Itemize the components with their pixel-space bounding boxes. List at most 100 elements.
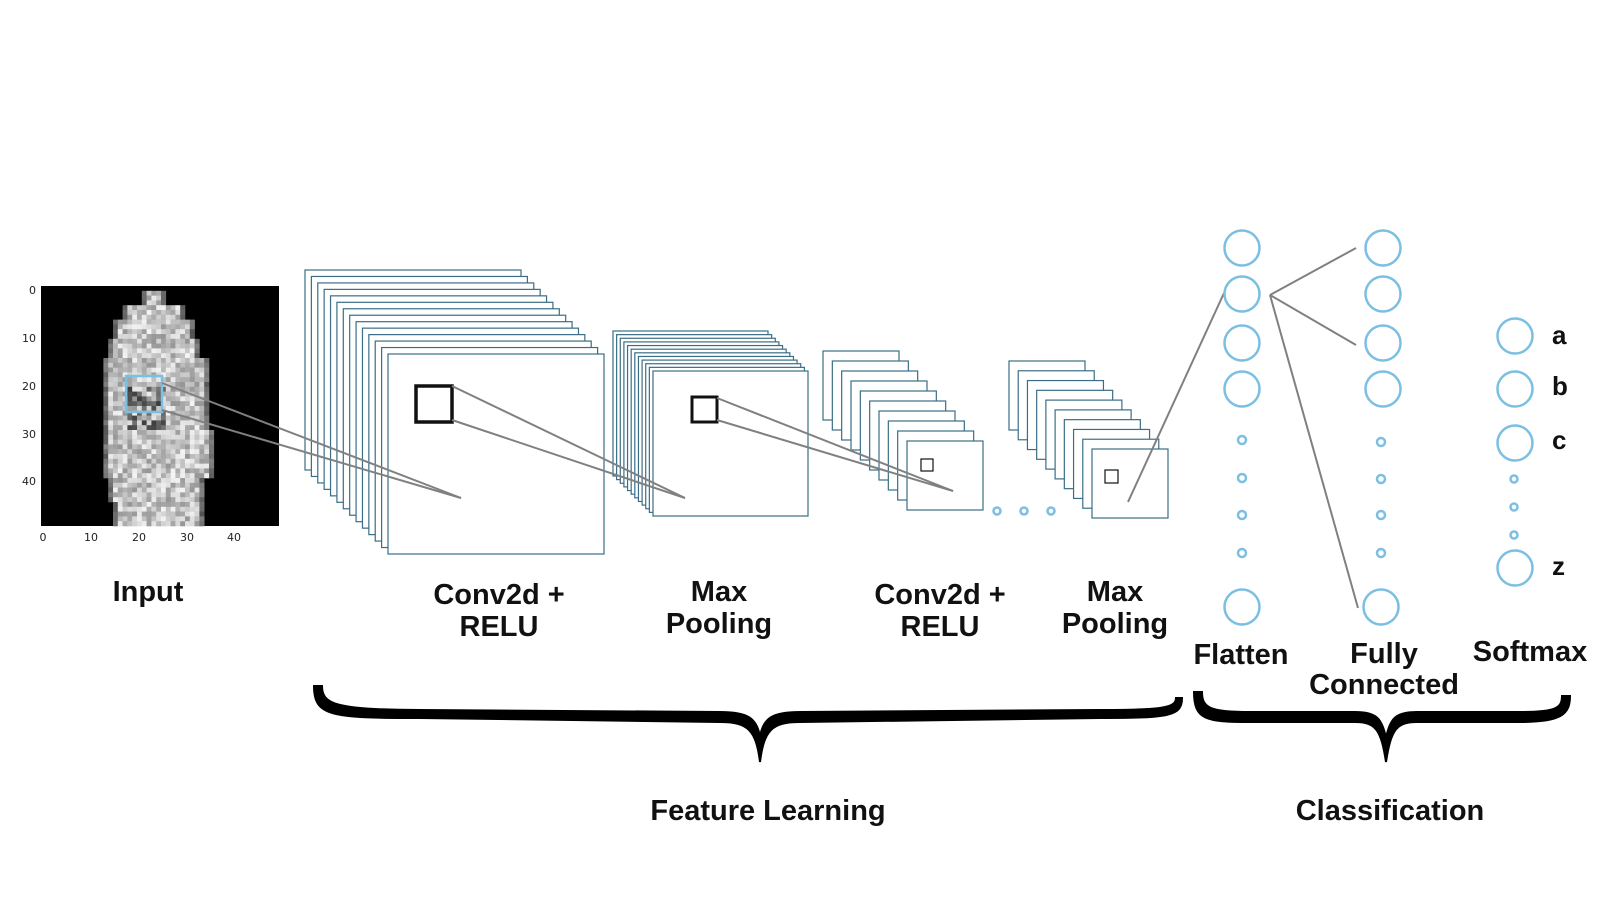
hand-pixel bbox=[122, 324, 128, 330]
hand-pixel bbox=[180, 343, 186, 349]
hand-pixel bbox=[165, 444, 171, 450]
hand-pixel bbox=[103, 382, 109, 388]
hand-pixel bbox=[165, 454, 171, 460]
hand-pixel bbox=[204, 391, 210, 397]
hand-pixel bbox=[199, 406, 205, 412]
hand-pixel bbox=[161, 290, 167, 296]
hand-pixel bbox=[146, 482, 152, 488]
hand-pixel bbox=[141, 310, 147, 316]
hand-pixel bbox=[132, 305, 138, 311]
hand-pixel bbox=[127, 386, 133, 392]
hand-pixel bbox=[122, 334, 128, 340]
hand-pixel bbox=[127, 314, 133, 320]
hand-pixel bbox=[108, 362, 114, 368]
neuron bbox=[1496, 424, 1534, 462]
hand-pixel bbox=[146, 401, 152, 407]
hand-pixel bbox=[175, 458, 181, 464]
hand-pixel bbox=[103, 396, 109, 402]
hand-pixel bbox=[199, 430, 205, 436]
hand-pixel bbox=[180, 410, 186, 416]
hand-pixel bbox=[127, 329, 133, 335]
hand-pixel bbox=[189, 324, 195, 330]
hand-pixel bbox=[161, 319, 167, 325]
hand-pixel bbox=[156, 362, 162, 368]
hand-pixel bbox=[170, 473, 176, 479]
hand-pixel bbox=[180, 492, 186, 498]
hand-pixel bbox=[137, 329, 143, 335]
neuron-dot bbox=[1236, 509, 1248, 521]
hand-pixel bbox=[161, 329, 167, 335]
hand-pixel bbox=[117, 401, 123, 407]
hand-pixel bbox=[161, 314, 167, 320]
hand-pixel bbox=[127, 334, 133, 340]
hand-pixel bbox=[199, 358, 205, 364]
hand-pixel bbox=[113, 468, 119, 474]
hand-pixel bbox=[199, 516, 205, 522]
hand-pixel bbox=[146, 449, 152, 455]
connector-lines bbox=[161, 247, 1359, 609]
hand-pixel bbox=[141, 362, 147, 368]
hand-pixel bbox=[161, 506, 167, 512]
hand-pixel bbox=[117, 329, 123, 335]
hand-pixel bbox=[151, 473, 157, 479]
hand-pixel bbox=[113, 478, 119, 484]
hand-pixel bbox=[103, 463, 109, 469]
hand-pixel bbox=[132, 319, 138, 325]
hand-pixel bbox=[122, 473, 128, 479]
hand-pixel bbox=[132, 473, 138, 479]
hand-pixel bbox=[132, 425, 138, 431]
hand-pixel bbox=[141, 406, 147, 412]
hand-pixel bbox=[132, 391, 138, 397]
input-x-axis: 0 10 20 30 40 bbox=[40, 531, 242, 544]
hand-pixel bbox=[194, 420, 200, 426]
hand-pixel bbox=[117, 406, 123, 412]
hand-pixel bbox=[108, 468, 114, 474]
hand-pixel bbox=[122, 487, 128, 493]
hand-pixel bbox=[151, 377, 157, 383]
hand-pixel bbox=[108, 401, 114, 407]
hand-pixel bbox=[108, 463, 114, 469]
hand-pixel bbox=[151, 396, 157, 402]
hand-pixel bbox=[199, 497, 205, 503]
hand-pixel bbox=[170, 382, 176, 388]
hand-pixel bbox=[151, 502, 157, 508]
hand-pixel bbox=[117, 415, 123, 421]
hand-pixel bbox=[141, 430, 147, 436]
hand-pixel bbox=[170, 367, 176, 373]
hand-pixel bbox=[146, 516, 152, 522]
hand-pixel bbox=[156, 391, 162, 397]
hand-pixel bbox=[127, 497, 133, 503]
hand-pixel bbox=[113, 444, 119, 450]
hand-pixel bbox=[161, 300, 167, 306]
hand-pixel bbox=[180, 502, 186, 508]
neuron bbox=[1223, 370, 1261, 408]
hand-pixel bbox=[185, 329, 191, 335]
hand-pixel bbox=[103, 358, 109, 364]
hand-pixel bbox=[127, 310, 133, 316]
hand-pixel bbox=[180, 468, 186, 474]
hand-pixel bbox=[122, 511, 128, 517]
hand-pixel bbox=[146, 434, 152, 440]
hand-pixel bbox=[189, 458, 195, 464]
hand-pixel bbox=[156, 401, 162, 407]
hand-pixel bbox=[113, 358, 119, 364]
hand-pixel bbox=[161, 430, 167, 436]
hand-pixel bbox=[170, 463, 176, 469]
hand-pixel bbox=[113, 434, 119, 440]
hand-pixel bbox=[137, 348, 143, 354]
hand-pixel bbox=[185, 348, 191, 354]
hand-pixel bbox=[103, 473, 109, 479]
hand-pixel bbox=[175, 338, 181, 344]
hand-pixel bbox=[103, 406, 109, 412]
hand-pixel bbox=[141, 314, 147, 320]
hand-pixel bbox=[146, 406, 152, 412]
hand-pixel bbox=[103, 434, 109, 440]
hand-pixel bbox=[127, 396, 133, 402]
hand-pixel bbox=[151, 290, 157, 296]
hand-pixel bbox=[175, 439, 181, 445]
hand-pixel bbox=[185, 420, 191, 426]
hand-pixel bbox=[165, 482, 171, 488]
hand-pixel bbox=[151, 410, 157, 416]
hand-pixel bbox=[175, 497, 181, 503]
hand-pixel bbox=[117, 324, 123, 330]
